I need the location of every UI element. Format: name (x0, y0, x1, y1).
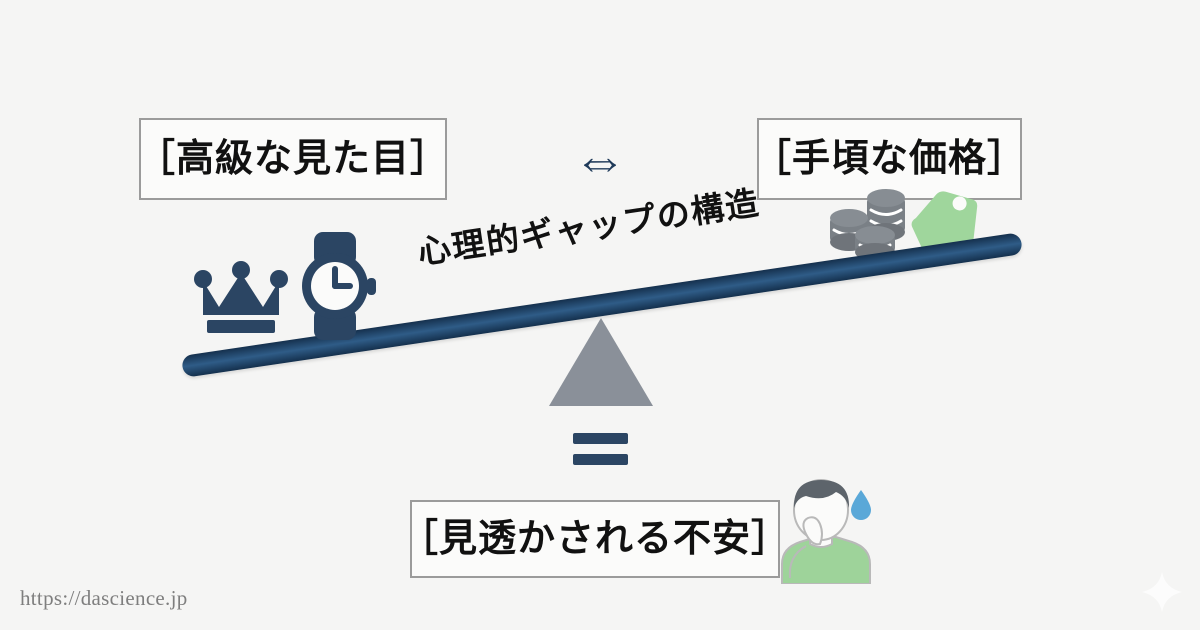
label-text-premium-look: ［高級な見た目］ (137, 138, 450, 180)
label-box-exposed-anxiety: ［見透かされる不安］ (400, 500, 789, 578)
equals-bar-bottom (573, 454, 628, 465)
page-title: 心理的ギャップの構造 (415, 183, 763, 271)
site-url-watermark: https://dascience.jp (20, 586, 188, 610)
crown-icon (193, 255, 289, 333)
label-box-premium-look: ［高級な見た目］ (137, 118, 450, 200)
sparkle-icon (1140, 570, 1184, 614)
price-tag-icon (905, 188, 987, 262)
label-box-affordable-price: ［手頃な価格］ (753, 118, 1025, 200)
equals-bar-top (573, 433, 628, 444)
fulcrum-triangle (549, 318, 653, 406)
worried-person-icon (766, 474, 876, 585)
exchange-arrow-icon: ⇔ (573, 131, 627, 191)
watch-icon (292, 232, 378, 340)
equals-sign-icon (573, 433, 628, 465)
label-text-exposed-anxiety: ［見透かされる不安］ (400, 518, 791, 560)
label-text-affordable-price: ［手頃な価格］ (753, 138, 1027, 180)
